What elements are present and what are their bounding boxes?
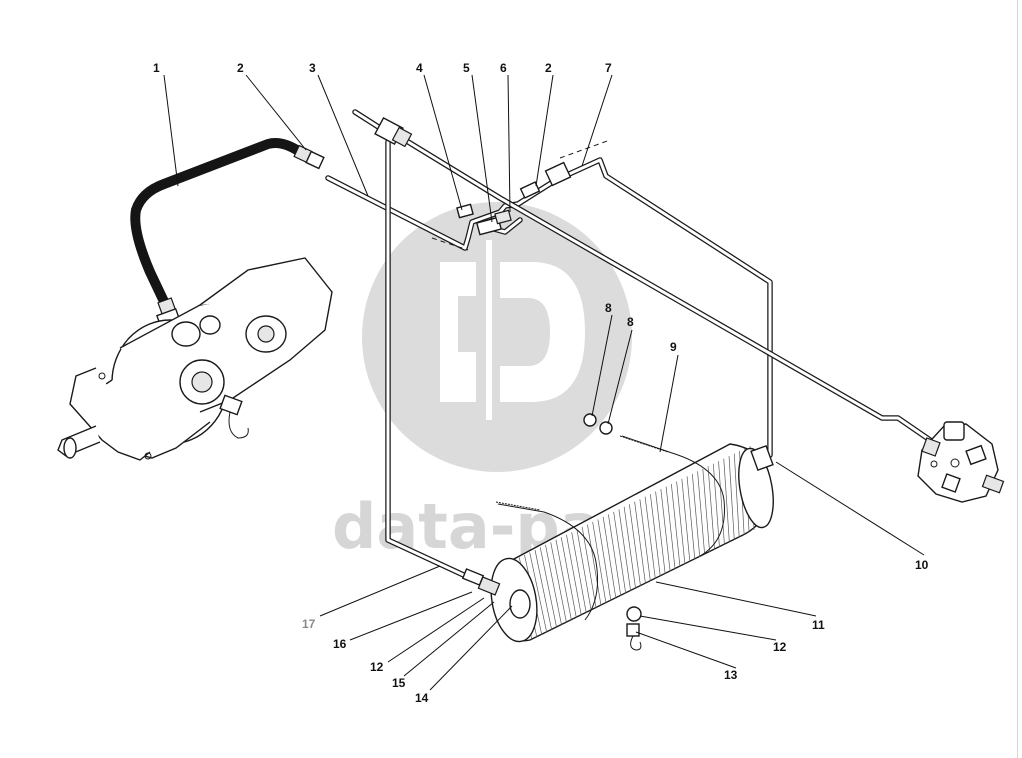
page-edge-line (1017, 0, 1018, 758)
tank-rib (587, 524, 602, 606)
callout-10: 10 (915, 558, 929, 572)
callout-3: 3 (309, 61, 316, 75)
tank-rib (644, 496, 656, 579)
tank-rib (665, 486, 676, 570)
leader-lines (163, 74, 925, 691)
tank-rib (529, 552, 548, 633)
tank-rib (676, 481, 686, 565)
tank-rib (629, 504, 641, 587)
tank-rib (534, 549, 553, 631)
tank-rib (691, 473, 701, 557)
tank-rib (613, 511, 627, 594)
hose-fitting-upper (293, 144, 325, 170)
tank-rib (702, 468, 710, 553)
tank-rib (655, 491, 666, 575)
tank-rib (618, 509, 632, 592)
tank-rib (733, 453, 740, 538)
callout-7: 7 (605, 61, 612, 75)
callout-11: 11 (812, 618, 825, 632)
callout-6: 6 (500, 61, 507, 75)
tank-rib (592, 521, 607, 604)
callout-8a: 8 (605, 301, 612, 315)
tank-rib (608, 514, 622, 597)
tank-rib (581, 527, 597, 609)
tank-rib (566, 534, 582, 616)
tank-rib (723, 458, 730, 543)
callout-15: 15 (392, 676, 406, 690)
tank-rib (707, 466, 715, 550)
hose-1 (130, 138, 305, 315)
tank-rib (634, 501, 646, 584)
watermark-logo (440, 240, 585, 420)
watermark-circle (362, 202, 632, 472)
compressor (57, 257, 333, 461)
callout-9: 9 (670, 340, 677, 354)
callout-17: 17 (302, 617, 316, 631)
tank-rib (681, 478, 691, 562)
callout-14: 14 (415, 691, 429, 705)
tank-rib (555, 539, 572, 621)
tank-rib (670, 483, 681, 567)
pipe-clips (431, 139, 611, 251)
callout-5: 5 (463, 61, 470, 75)
air-tank (461, 413, 774, 651)
tank-rib (718, 461, 725, 545)
callout-1: 1 (153, 61, 160, 75)
tank-rib (539, 547, 558, 628)
callout-4: 4 (416, 61, 423, 75)
tank-rib (550, 542, 567, 623)
callout-8b: 8 (627, 315, 634, 329)
tank-rib (576, 529, 592, 611)
tank-rib (650, 494, 661, 577)
tank-rib (697, 471, 706, 555)
tank-rib (560, 537, 577, 619)
protection-valve (917, 421, 1005, 503)
callout-12a: 12 (773, 640, 787, 654)
callout-16: 16 (333, 637, 347, 651)
callout-numbers: 1 2 3 4 5 6 2 7 8 8 9 10 11 12 13 17 16 … (153, 61, 929, 705)
tank-rib (571, 532, 587, 614)
tank-rib (660, 489, 671, 572)
tank-rib (545, 544, 562, 626)
callout-2b: 2 (545, 61, 552, 75)
callout-12b: 12 (370, 660, 384, 674)
callout-13: 13 (724, 668, 738, 682)
tank-rib (639, 499, 651, 582)
tank-rib (728, 456, 735, 540)
tank-rib (686, 476, 696, 560)
tank-rib (602, 516, 617, 599)
tank-rib (597, 519, 612, 601)
tee-fitting (374, 116, 413, 148)
callout-2a: 2 (237, 61, 244, 75)
tank-rib (623, 506, 636, 589)
